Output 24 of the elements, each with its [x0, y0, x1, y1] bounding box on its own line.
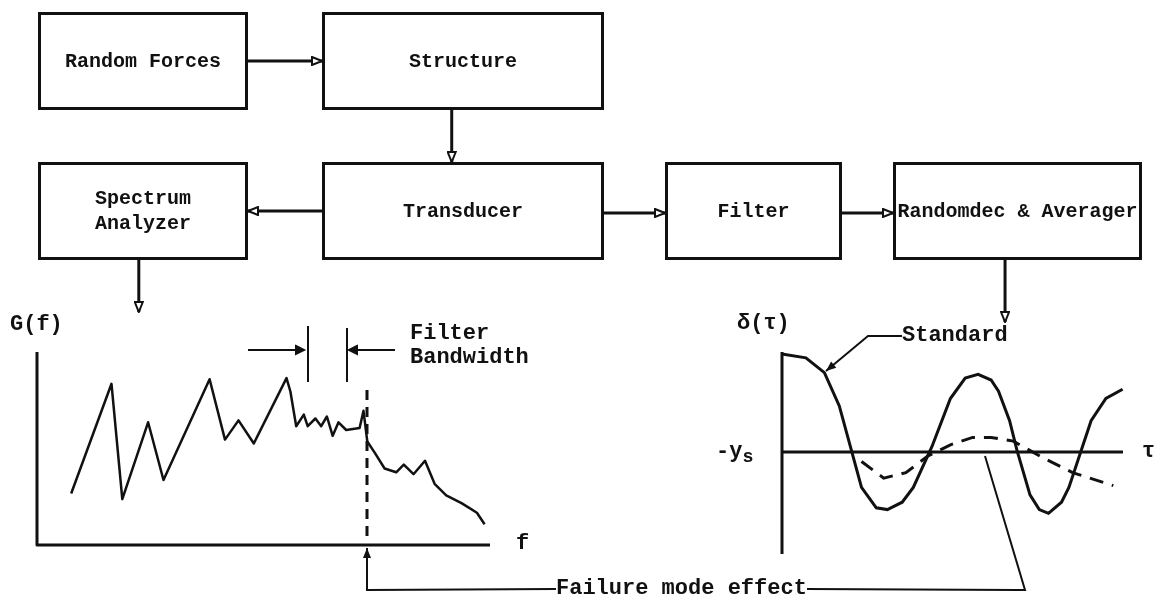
arrow — [1000, 260, 1011, 323]
leader-line — [825, 335, 903, 372]
axis-label: τ — [1142, 440, 1156, 465]
process-box: Randomdec & Averager — [893, 162, 1142, 260]
process-box: Random Forces — [38, 12, 248, 110]
leader-line — [363, 547, 557, 591]
arrow — [247, 206, 322, 216]
axis-label: δ(τ) — [737, 312, 790, 337]
annotation-text: Failure mode effect — [556, 577, 807, 602]
arrow — [604, 207, 666, 218]
process-box: Transducer — [322, 162, 604, 260]
arrow — [248, 56, 323, 66]
arrow — [133, 260, 144, 313]
process-box: Spectrum Analyzer — [38, 162, 248, 260]
curve-label: Standard — [902, 324, 1008, 349]
arrow — [842, 207, 894, 218]
axis-label: G(f) — [10, 313, 63, 338]
process-box: Structure — [322, 12, 604, 110]
axis-label: -y$_{s}$ — [716, 440, 754, 469]
axis-label: f — [516, 532, 530, 557]
leader-line — [806, 455, 1027, 591]
arrow — [446, 110, 457, 163]
annotation-text: Filter Bandwidth — [410, 322, 530, 371]
process-box: Filter — [665, 162, 842, 260]
